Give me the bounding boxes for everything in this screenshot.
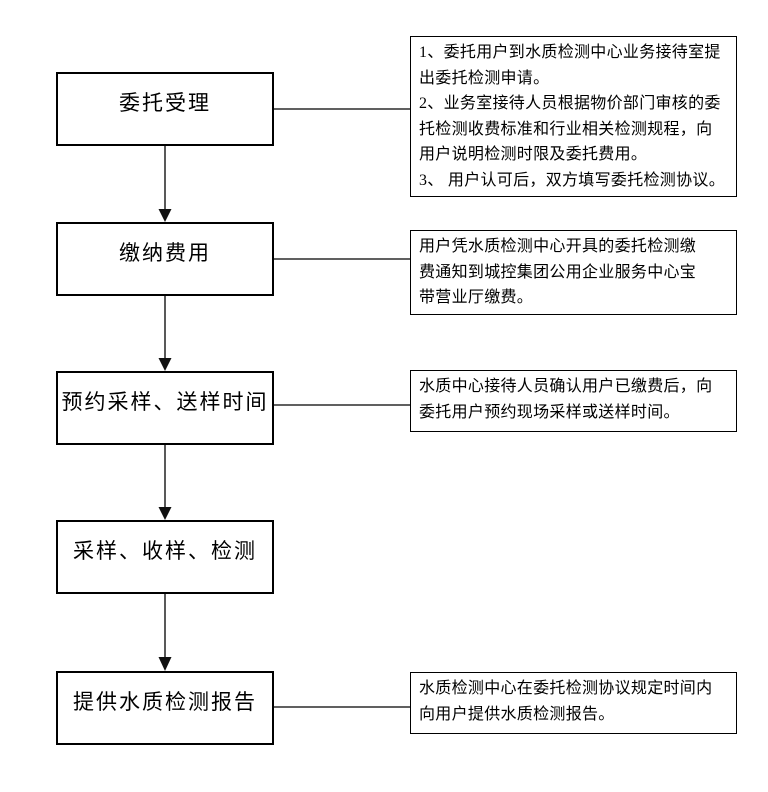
step-label: 预约采样、送样时间 (61, 390, 269, 414)
step-pay-fees: 缴纳费用 (56, 222, 274, 296)
step-commission-acceptance: 委托受理 (56, 72, 274, 146)
step-label: 采样、收样、检测 (73, 539, 257, 563)
step-schedule-sampling-time: 预约采样、送样时间 (56, 371, 274, 445)
arrow-head-icon (158, 507, 172, 520)
arrow-head-icon (158, 209, 172, 222)
step-sampling-receiving-testing: 采样、收样、检测 (56, 520, 274, 594)
note-commission-acceptance: 1、委托用户到水质检测中心业务接待室提 出委托检测申请。 2、业务室接待人员根据… (410, 36, 737, 197)
note-pay-fees: 用户凭水质检测中心开具的委托检测缴 费通知到城控集团公用企业服务中心宝 带营业厅… (410, 230, 737, 315)
arrow-head-icon (158, 657, 172, 671)
step-provide-test-report: 提供水质检测报告 (56, 671, 274, 745)
note-provide-test-report: 水质检测中心在委托检测协议规定时间内 向用户提供水质检测报告。 (410, 672, 737, 734)
note-schedule-sampling-time: 水质中心接待人员确认用户已缴费后，向 委托用户预约现场采样或送样时间。 (410, 370, 737, 432)
step-label: 委托受理 (119, 91, 211, 115)
arrow-head-icon (158, 358, 172, 371)
step-label: 缴纳费用 (119, 241, 211, 265)
step-label: 提供水质检测报告 (73, 690, 257, 714)
